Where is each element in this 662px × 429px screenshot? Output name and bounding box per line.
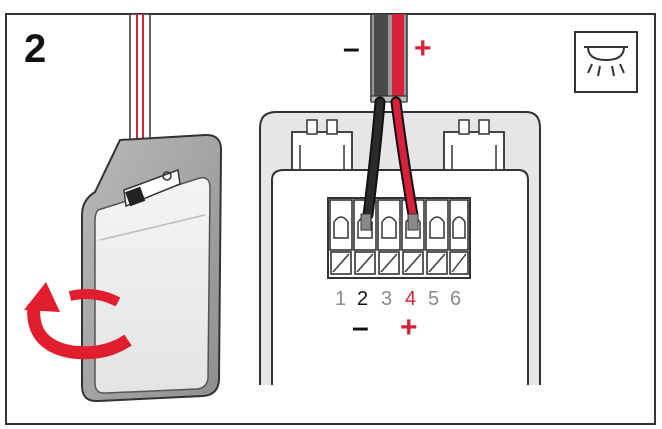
supply-cable <box>370 13 408 103</box>
terminal-number-3: 3 <box>381 288 392 310</box>
terminal-numbers: 1 2 3 4 5 6 <box>335 288 461 310</box>
terminal-number-6: 6 <box>450 288 461 310</box>
rotate-arrow-icon <box>24 282 132 360</box>
positive-wire <box>390 96 419 231</box>
ceiling-light-icon <box>574 31 638 93</box>
step-number: 2 <box>24 27 46 71</box>
wire-negative-label: – <box>343 32 360 65</box>
detector-switch <box>123 168 181 208</box>
terminal-block <box>327 197 471 279</box>
terminal-number-4: 4 <box>405 288 416 310</box>
terminal-number-2: 2 <box>357 288 368 310</box>
base-clip-right <box>443 119 505 171</box>
terminal-positive-sign: + <box>400 311 418 344</box>
terminal-negative-sign: – <box>352 311 369 344</box>
terminal-number-5: 5 <box>428 288 439 310</box>
base-clip-left <box>291 119 353 171</box>
terminal-number-1: 1 <box>335 288 346 310</box>
wire-positive-label: + <box>414 32 432 65</box>
negative-wire <box>360 96 386 231</box>
detector-housing <box>81 133 223 403</box>
